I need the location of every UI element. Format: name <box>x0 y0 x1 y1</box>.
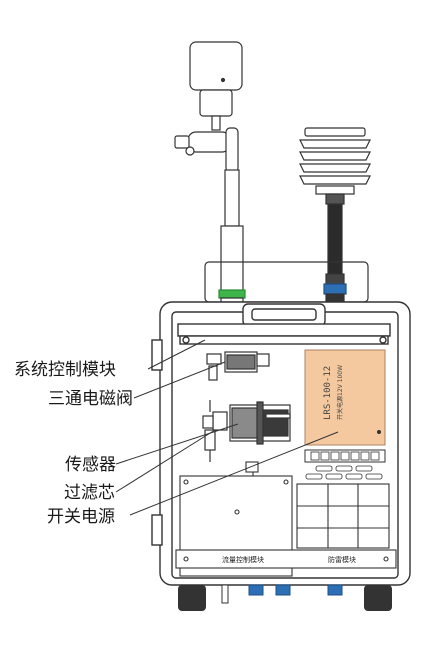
sensor-assembly <box>202 400 291 462</box>
sampling-head <box>174 41 246 305</box>
label-system-control-module: 系统控制模块 <box>14 360 116 380</box>
right-modules <box>296 483 390 549</box>
weather-shield <box>299 127 371 303</box>
leader-lines <box>115 339 339 516</box>
label-switch-power-supply: 开关电源 <box>47 507 115 527</box>
anti-condensation-module-label: 防雷模块 <box>328 555 356 564</box>
vent-slots <box>305 465 383 480</box>
label-filter-element: 过滤芯 <box>64 483 115 503</box>
label-solenoid-valve: 三通电磁阀 <box>48 389 133 409</box>
label-sensor: 传感器 <box>65 455 116 475</box>
power-supply-model: LRS-100-12 <box>323 366 333 420</box>
power-supply: LRS-100-12 开关电源12V 100W <box>304 349 386 463</box>
feet <box>178 585 392 611</box>
solenoid-valve <box>206 351 270 381</box>
power-supply-subtitle: 开关电源12V 100W <box>336 365 344 420</box>
flow-control-module-label: 流量控制模块 <box>222 555 264 564</box>
bottom-connectors <box>221 584 343 604</box>
